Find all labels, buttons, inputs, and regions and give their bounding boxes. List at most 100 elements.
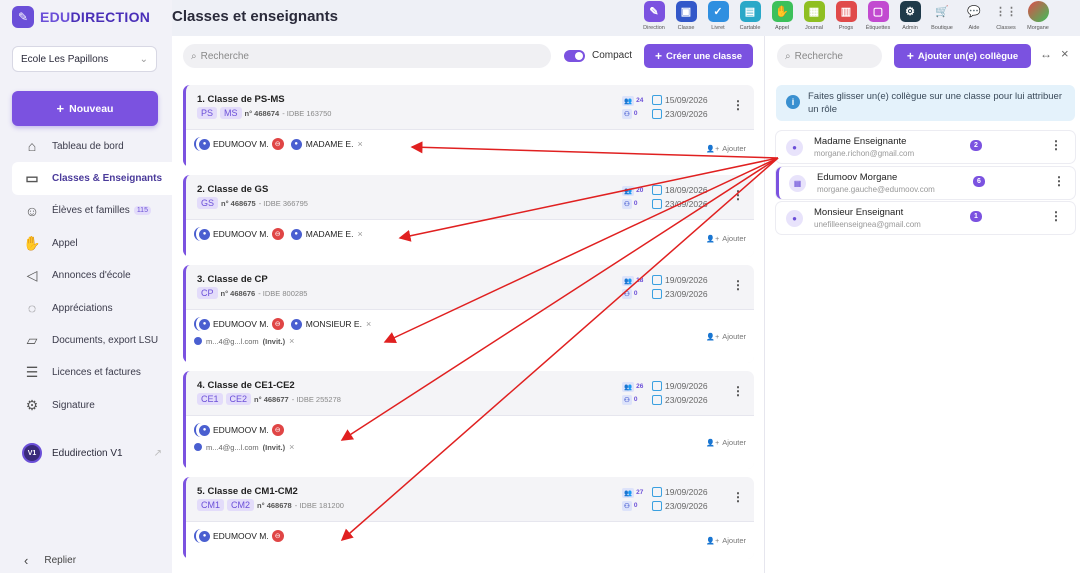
date1: 19/09/2026: [665, 381, 708, 391]
sidebar-item-4[interactable]: ◁Annonces d'école: [12, 260, 172, 292]
date1: 19/09/2026: [665, 275, 708, 285]
class-idbe: - IDBE 255278: [291, 394, 341, 404]
teacher-pill[interactable]: ●EDUMOOV M.⊖: [194, 137, 287, 151]
search-icon: ⌕: [191, 50, 197, 62]
search-input[interactable]: ⌕ Recherche: [183, 44, 551, 68]
teacher-icon: ⚇: [622, 500, 632, 511]
new-button[interactable]: + Nouveau: [12, 91, 158, 126]
invite-email: m...4@g...l.com: [206, 336, 259, 346]
edudirection-v1-link[interactable]: V1 Edudirection V1 ↗: [22, 443, 162, 463]
classe-icon: ▣: [675, 1, 697, 22]
aide-icon: 💬: [967, 6, 981, 18]
remove-icon[interactable]: ×: [289, 442, 295, 452]
remove-icon[interactable]: ×: [289, 336, 295, 346]
app-logo[interactable]: ✎ EDUDIRECTION: [12, 6, 150, 28]
expand-panel-icon[interactable]: ↔: [1040, 47, 1052, 61]
info-text: Faites glisser un(e) collègue sur une cl…: [808, 91, 1062, 115]
colleague-name: Monsieur Enseignant: [814, 207, 904, 218]
toolbar-direction[interactable]: ✎Direction: [638, 0, 670, 31]
more-vertical-icon[interactable]: ⋮: [1053, 174, 1065, 188]
more-vertical-icon[interactable]: ⋮: [732, 98, 744, 112]
sidebar-item-6[interactable]: ▱Documents, export LSU: [12, 324, 172, 356]
toolbar-progs[interactable]: ▥Progs: [830, 0, 862, 31]
more-vertical-icon[interactable]: ⋮: [732, 188, 744, 202]
more-vertical-icon[interactable]: ⋮: [1050, 138, 1062, 152]
close-icon[interactable]: ×: [1061, 46, 1069, 61]
remove-role-icon[interactable]: ⊖: [271, 530, 284, 542]
create-class-button[interactable]: + Créer une classe: [644, 44, 753, 68]
add-person-icon: 👤+: [706, 537, 720, 545]
collapse-sidebar-button[interactable]: ‹ Replier: [24, 553, 76, 568]
remove-icon[interactable]: ×: [357, 229, 363, 239]
toolbar-cartable[interactable]: ▤Cartable: [734, 0, 766, 31]
add-teacher-button[interactable]: 👤+Ajouter: [706, 536, 746, 545]
remove-role-icon[interactable]: ⊖: [271, 424, 284, 436]
class-teachers-area[interactable]: ●EDUMOOV M.⊖●MADAME E.×👤+Ajouter: [186, 129, 754, 167]
add-teacher-button[interactable]: 👤+Ajouter: [706, 438, 746, 447]
toolbar-appel[interactable]: ✋Appel: [766, 0, 798, 31]
info-banner: i Faites glisser un(e) collègue sur une …: [776, 85, 1075, 121]
toolbar-journal[interactable]: ▦Journal: [798, 0, 830, 31]
add-colleague-button[interactable]: + Ajouter un(e) collègue: [894, 44, 1031, 68]
teacher-pill[interactable]: ●EDUMOOV M.⊖: [194, 227, 287, 241]
class-teachers-area[interactable]: ●EDUMOOV M.⊖●MONSIEUR E.×m...4@g...l.com…: [186, 309, 754, 363]
more-vertical-icon[interactable]: ⋮: [732, 278, 744, 292]
more-vertical-icon[interactable]: ⋮: [732, 384, 744, 398]
sidebar-item-8[interactable]: ⚙Signature: [12, 389, 172, 421]
teachers-count: 0: [633, 110, 638, 117]
sidebar-item-1[interactable]: ▭Classes & Enseignants: [12, 162, 172, 195]
search-placeholder: Recherche: [200, 50, 249, 62]
remove-icon[interactable]: ×: [357, 139, 363, 149]
teachers-stat: ⚇0: [622, 107, 643, 120]
sidebar-item-0[interactable]: ⌂Tableau de bord: [12, 130, 172, 162]
remove-role-icon[interactable]: ⊖: [271, 228, 284, 240]
add-teacher-button[interactable]: 👤+Ajouter: [706, 234, 746, 243]
toolbar-classes[interactable]: ⋮⋮Classes: [990, 0, 1022, 31]
sidebar-item-3[interactable]: ✋Appel: [12, 227, 172, 259]
toolbar-admin[interactable]: ⚙Admin: [894, 0, 926, 31]
teacher-pill[interactable]: ●EDUMOOV M.⊖: [194, 317, 287, 331]
teacher-pill[interactable]: ●EDUMOOV M.⊖: [194, 529, 287, 543]
family-icon: ☺: [24, 202, 40, 219]
toolbar-étiquettes[interactable]: ▢Étiquettes: [862, 0, 894, 31]
toolbar-classe[interactable]: ▣Classe: [670, 0, 702, 31]
add-teacher-button[interactable]: 👤+Ajouter: [706, 144, 746, 153]
teacher-line: ●EDUMOOV M.⊖●MONSIEUR E.×: [194, 317, 371, 331]
toolbar-morgane[interactable]: Morgane: [1022, 0, 1054, 31]
more-vertical-icon[interactable]: ⋮: [1050, 209, 1062, 223]
class-teachers-area[interactable]: ●EDUMOOV M.⊖m...4@g...l.com(Invit.)×👤+Aj…: [186, 415, 754, 469]
badge-value: 1: [974, 213, 978, 220]
level-tag: CM1: [197, 499, 225, 511]
remove-role-icon[interactable]: ⊖: [271, 138, 284, 150]
compact-toggle[interactable]: [564, 50, 585, 62]
toolbar-livret[interactable]: ✓Livret: [702, 0, 734, 31]
colleague-search-input[interactable]: ⌕ Recherche: [777, 44, 882, 68]
add-teacher-button[interactable]: 👤+Ajouter: [706, 332, 746, 341]
more-vertical-icon[interactable]: ⋮: [732, 490, 744, 504]
sidebar-item-7[interactable]: ☰Licences et factures: [12, 357, 172, 389]
sidebar-item-5[interactable]: ◌Appréciations: [12, 292, 172, 324]
remove-icon[interactable]: ×: [365, 319, 372, 329]
colleague-name: Madame Enseignante: [814, 136, 907, 147]
level-tag: GS: [197, 197, 219, 209]
school-selector[interactable]: Ecole Les Papillons ⌄: [12, 46, 157, 72]
class-count-badge: 6: [973, 176, 985, 187]
teacher-pill[interactable]: ●EDUMOOV M.⊖: [194, 423, 287, 437]
remove-role-icon[interactable]: ⊖: [271, 318, 284, 330]
toolbar-aide[interactable]: 💬Aide: [958, 0, 990, 31]
toolbar-boutique[interactable]: 🛒Boutique: [926, 0, 958, 31]
class-teachers-area[interactable]: ●EDUMOOV M.⊖ 👤+Ajouter: [186, 521, 754, 559]
class-teachers-area[interactable]: ●EDUMOOV M.⊖●MADAME E.×👤+Ajouter: [186, 219, 754, 257]
teacher-role-icon: ●: [199, 318, 210, 330]
